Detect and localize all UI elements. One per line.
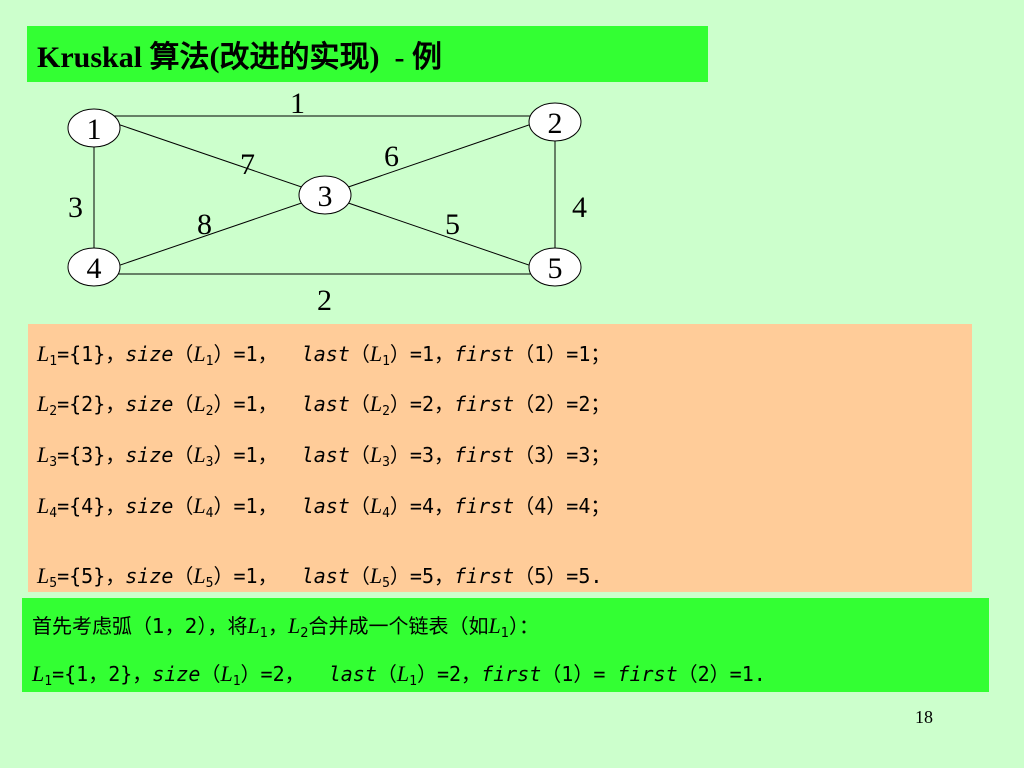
- weight-label: 2: [317, 284, 332, 317]
- graph-node-1: 1: [67, 108, 121, 148]
- graph-node-5: 5: [528, 247, 582, 287]
- node-label: 2: [548, 107, 563, 140]
- weight-label: 5: [445, 208, 460, 241]
- list-line-4: L4={4}，size（L4）=1， last（L4）=4，first（4）=4…: [37, 493, 611, 521]
- page-number: 18: [915, 707, 933, 727]
- graph-node-4: 4: [67, 247, 121, 287]
- initial-lists-box: L1={1}，size（L1）=1， last（L1）=1，first（1）=1…: [28, 324, 972, 592]
- weight-label: 3: [68, 191, 83, 224]
- graph-diagram: 1 2 3 4 5 6 7 8 1 2 3 4 5: [67, 87, 587, 317]
- graph-node-3: 3: [298, 175, 352, 215]
- node-label: 1: [87, 113, 102, 146]
- weight-label: 4: [572, 191, 587, 224]
- list-line-1: L1={1}，size（L1）=1， last（L1）=1，first（1）=1…: [37, 341, 611, 369]
- merge-result: L1={1，2}，size（L1）=2， last（L1）=2，first（1）…: [32, 661, 766, 689]
- node-label: 3: [318, 180, 333, 213]
- weight-label: 7: [240, 148, 255, 181]
- edge-3-5: [324, 194, 556, 275]
- node-label: 4: [87, 252, 102, 285]
- weight-label: 1: [290, 87, 305, 120]
- weight-label: 6: [384, 140, 399, 173]
- list-line-5: L5={5}，size（L5）=1， last（L5）=5，first（5）=5…: [37, 563, 603, 591]
- edge-2-3: [324, 115, 556, 196]
- weight-label: 8: [197, 208, 212, 241]
- edge-1-3: [93, 115, 326, 196]
- merge-description: 首先考虑弧（1，2），将L1，L2合并成一个链表（如L1）：: [32, 613, 540, 641]
- title-banner: Kruskal 算法(改进的实现) - 例: [27, 26, 708, 82]
- list-line-2: L2={2}，size（L2）=1， last（L2）=2，first（2）=2…: [37, 391, 611, 419]
- node-label: 5: [548, 252, 563, 285]
- list-line-3: L3={3}，size（L3）=1， last（L3）=3，first（3）=3…: [37, 442, 611, 470]
- graph-node-2: 2: [528, 102, 582, 142]
- edge-4-3: [93, 194, 326, 275]
- slide-title: Kruskal 算法(改进的实现) - 例: [37, 41, 442, 74]
- merge-step-box: 首先考虑弧（1，2），将L1，L2合并成一个链表（如L1）： L1={1，2}，…: [22, 598, 989, 692]
